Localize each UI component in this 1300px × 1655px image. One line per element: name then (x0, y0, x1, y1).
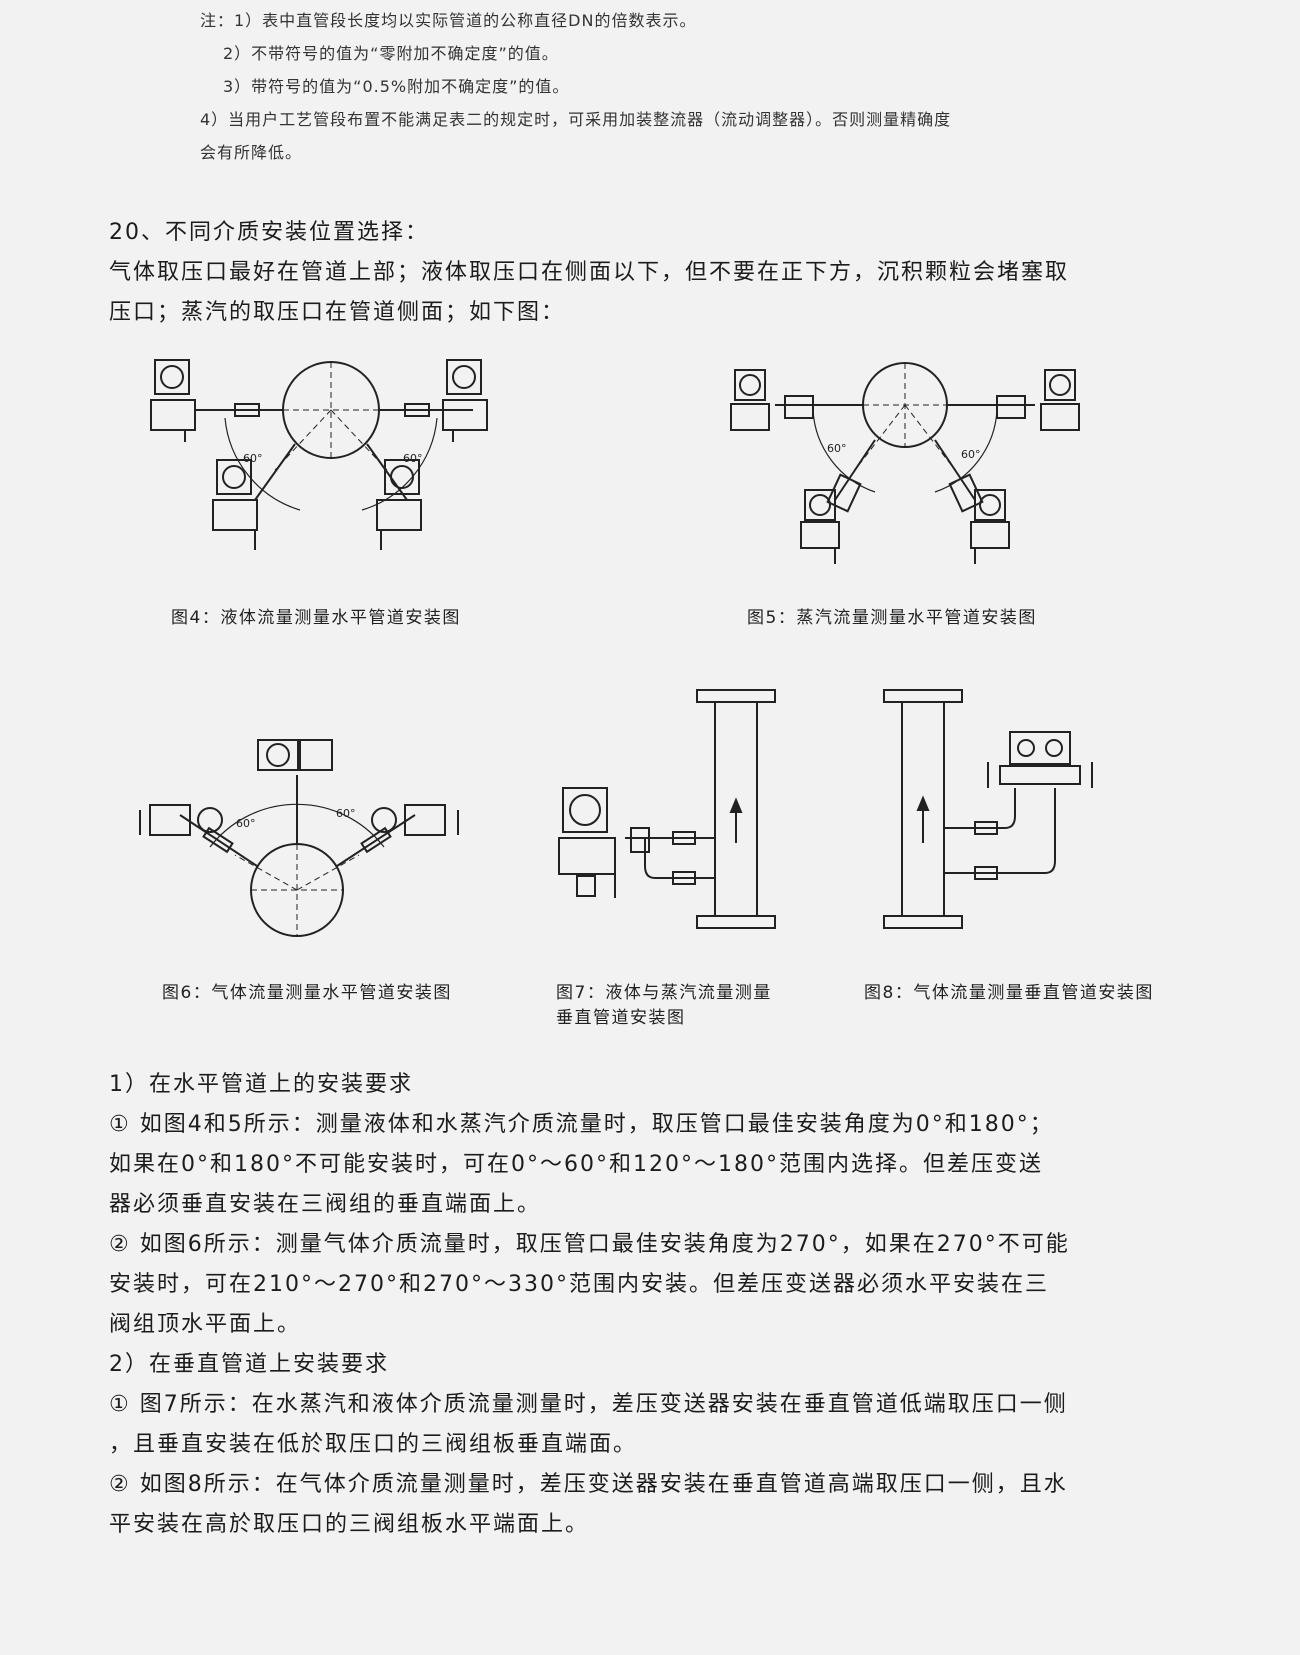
angle-label: 60° (403, 452, 423, 465)
note-4: 4）当用户工艺管段布置不能满足表二的规定时，可采用加装整流器（流动调整器）。否则… (200, 110, 952, 129)
figure-7-caption-line1: 图7：液体与蒸汽流量测量 (556, 983, 772, 1003)
requirements-text: 平安装在高於取压口的三阀组板水平端面上。 (109, 1512, 590, 1537)
requirements-text: ① 图7所示：在水蒸汽和液体介质流量测量时，差压变送器安装在垂直管道低端取压口一… (109, 1392, 1068, 1417)
angle-label: 60° (236, 817, 256, 830)
section-text-line2: 压口；蒸汽的取压口在管道侧面；如下图： (109, 300, 566, 325)
figure-4-caption: 图4：液体流量测量水平管道安装图 (171, 608, 461, 628)
figure-5-caption: 图5：蒸汽流量测量水平管道安装图 (747, 608, 1037, 628)
angle-label: 60° (827, 442, 847, 455)
angle-label: 60° (336, 807, 356, 820)
requirements-text: 安装时，可在210°～270°和270°～330°范围内安装。但差压变送器必须水… (109, 1272, 1049, 1297)
section-heading: 20、不同介质安装位置选择： (109, 220, 429, 245)
figure-7-diagram (558, 689, 776, 929)
note-3: 3）带符号的值为“0.5%附加不确定度”的值。 (223, 77, 570, 96)
figure-6-caption: 图6：气体流量测量水平管道安装图 (162, 983, 452, 1003)
figure-4-diagram: 60° 60° (150, 359, 488, 550)
figure-6-diagram: 60° 60° (139, 739, 459, 937)
angle-label: 60° (243, 452, 263, 465)
requirements-text: ② 如图8所示：在气体介质流量测量时，差压变送器安装在垂直管道高端取压口一侧，且… (109, 1472, 1068, 1497)
requirements-text: ① 如图4和5所示：测量液体和水蒸汽介质流量时，取压管口最佳安装角度为0°和18… (109, 1112, 1054, 1137)
section-text-line1: 气体取压口最好在管道上部；液体取压口在侧面以下，但不要在正下方，沉积颗粒会堵塞取 (109, 260, 1070, 285)
notes-block: 注：1）表中直管段长度均以实际管道的公称直径DN的倍数表示。 2）不带符号的值为… (200, 4, 951, 169)
figure-7-caption-line2: 垂直管道安装图 (556, 1008, 686, 1028)
requirements-text: 阀组顶水平面上。 (109, 1312, 302, 1337)
figure-5-diagram: 60° 60° (730, 362, 1080, 564)
figure-8-caption: 图8：气体流量测量垂直管道安装图 (864, 983, 1154, 1003)
note-4-cont: 会有所降低。 (200, 143, 303, 162)
requirements-text: 如果在0°和180°不可能安装时，可在0°～60°和120°～180°范围内选择… (109, 1152, 1043, 1177)
requirements-text: ② 如图6所示：测量气体介质流量时，取压管口最佳安装角度为270°，如果在270… (109, 1232, 1070, 1257)
requirements-heading-2: 2）在垂直管道上安装要求 (109, 1352, 389, 1377)
note-2: 2）不带符号的值为“零附加不确定度”的值。 (223, 44, 559, 63)
requirements-heading-1: 1）在水平管道上的安装要求 (109, 1072, 413, 1097)
note-1: 注：1）表中直管段长度均以实际管道的公称直径DN的倍数表示。 (200, 11, 697, 30)
figure-8-diagram (883, 689, 1093, 929)
requirements-text: 器必须垂直安装在三阀组的垂直端面上。 (109, 1192, 542, 1217)
requirements-text: ，且垂直安装在低於取压口的三阀组板垂直端面。 (109, 1432, 638, 1457)
angle-label: 60° (961, 448, 981, 461)
